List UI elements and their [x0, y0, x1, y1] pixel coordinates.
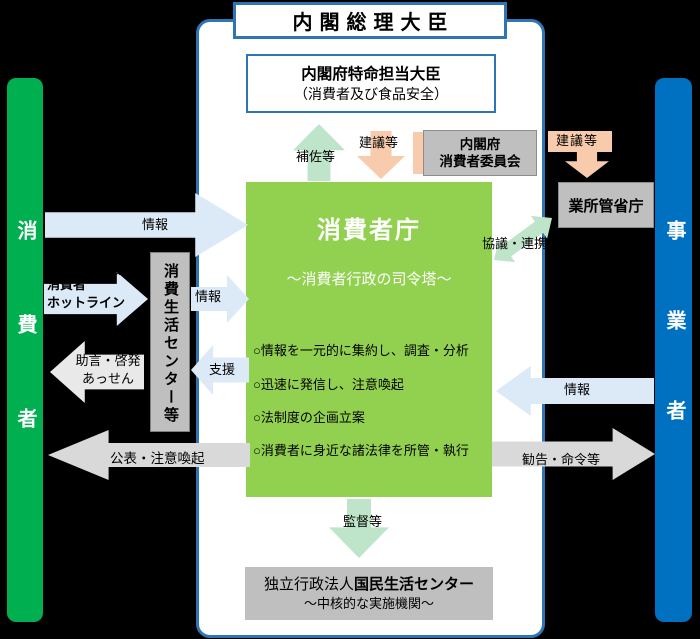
cooperation-arrow-label: 協議・連携 — [482, 236, 548, 251]
consumer-commission-box: 内閣府 消費者委員会 — [423, 130, 537, 176]
recommendation-right-arrow-shaft — [548, 131, 612, 152]
agency-title: 消費者庁 — [317, 217, 421, 244]
consumer-center-box: 消費生活センター等 — [150, 252, 190, 432]
info-center-arrow-label: 情報 — [195, 289, 222, 304]
hotline-arrow-label: 消費者 ホットライン — [47, 277, 126, 310]
agency-bullet-4: ○消費者に身近な諸法律を所管・執行 — [253, 443, 469, 458]
cooperation-double-arrow — [494, 215, 552, 263]
info-fragment-label: 情報 — [95, 262, 122, 277]
business-bar: 事業者 — [655, 78, 692, 622]
commission-line1: 内閣府 — [459, 137, 501, 152]
recommendation-arrow-label: 建議等 — [359, 135, 399, 150]
consumer-agency-box: 消費者庁 〜消費者行政の司令塔〜 ○情報を一元的に集約し、調査・分析 ○迅速に発… — [246, 182, 492, 497]
national-center-subtitle: 〜中核的な実施機関〜 — [303, 596, 434, 611]
minister-title: 内閣府特命担当大臣 — [301, 66, 441, 83]
ministries-box: 業所管省庁 — [558, 182, 654, 228]
order-arrow-label: 勧告・命令等 — [522, 452, 601, 467]
recommendation-right-arrow-label: 建議等 — [556, 133, 599, 148]
agency-bullet-2: ○迅速に発信し、注意喚起 — [253, 377, 404, 392]
agency-bullet-3: ○法制度の企画立案 — [253, 410, 365, 425]
consumer-bar-label: 消費者 — [14, 220, 36, 502]
ministries-label: 業所管省庁 — [568, 197, 644, 215]
info-business-arrow-label: 情報 — [564, 382, 591, 397]
advice-arrow-label: 助言・啓発 あっせん — [75, 353, 141, 387]
consumer-bar: 消費者 — [7, 78, 43, 622]
recommendation-right-arrow-head — [565, 150, 609, 178]
minister-subtitle: （消費者及び食品安全） — [294, 86, 448, 102]
prime-minister-box: 内閣総理大臣 — [233, 2, 507, 39]
agency-bullet-1: ○情報を一元的に集約し、調査・分析 — [253, 343, 469, 358]
commission-line2: 消費者委員会 — [439, 154, 521, 169]
minister-box: 内閣府特命担当大臣 （消費者及び食品安全） — [246, 54, 496, 113]
assist-arrow-label: 補佐等 — [296, 149, 336, 164]
info-consumer-arrow-label: 情報 — [142, 217, 169, 232]
publication-arrow-label: 公表・注意喚起 — [110, 451, 205, 466]
business-bar-label: 事業者 — [663, 220, 685, 490]
recommendation-arrow-connector — [413, 132, 423, 174]
support-arrow-label: 支援 — [209, 362, 236, 377]
national-center-box: 独立行政法人国民生活センター 〜中核的な実施機関〜 — [245, 567, 493, 620]
prime-minister-label: 内閣総理大臣 — [292, 12, 455, 34]
national-center-title: 独立行政法人国民生活センター — [263, 576, 475, 593]
consumer-center-label: 消費生活センター等 — [162, 263, 179, 425]
supervision-arrow-label: 監督等 — [343, 514, 383, 529]
agency-subtitle: 〜消費者行政の司令塔〜 — [286, 271, 452, 288]
